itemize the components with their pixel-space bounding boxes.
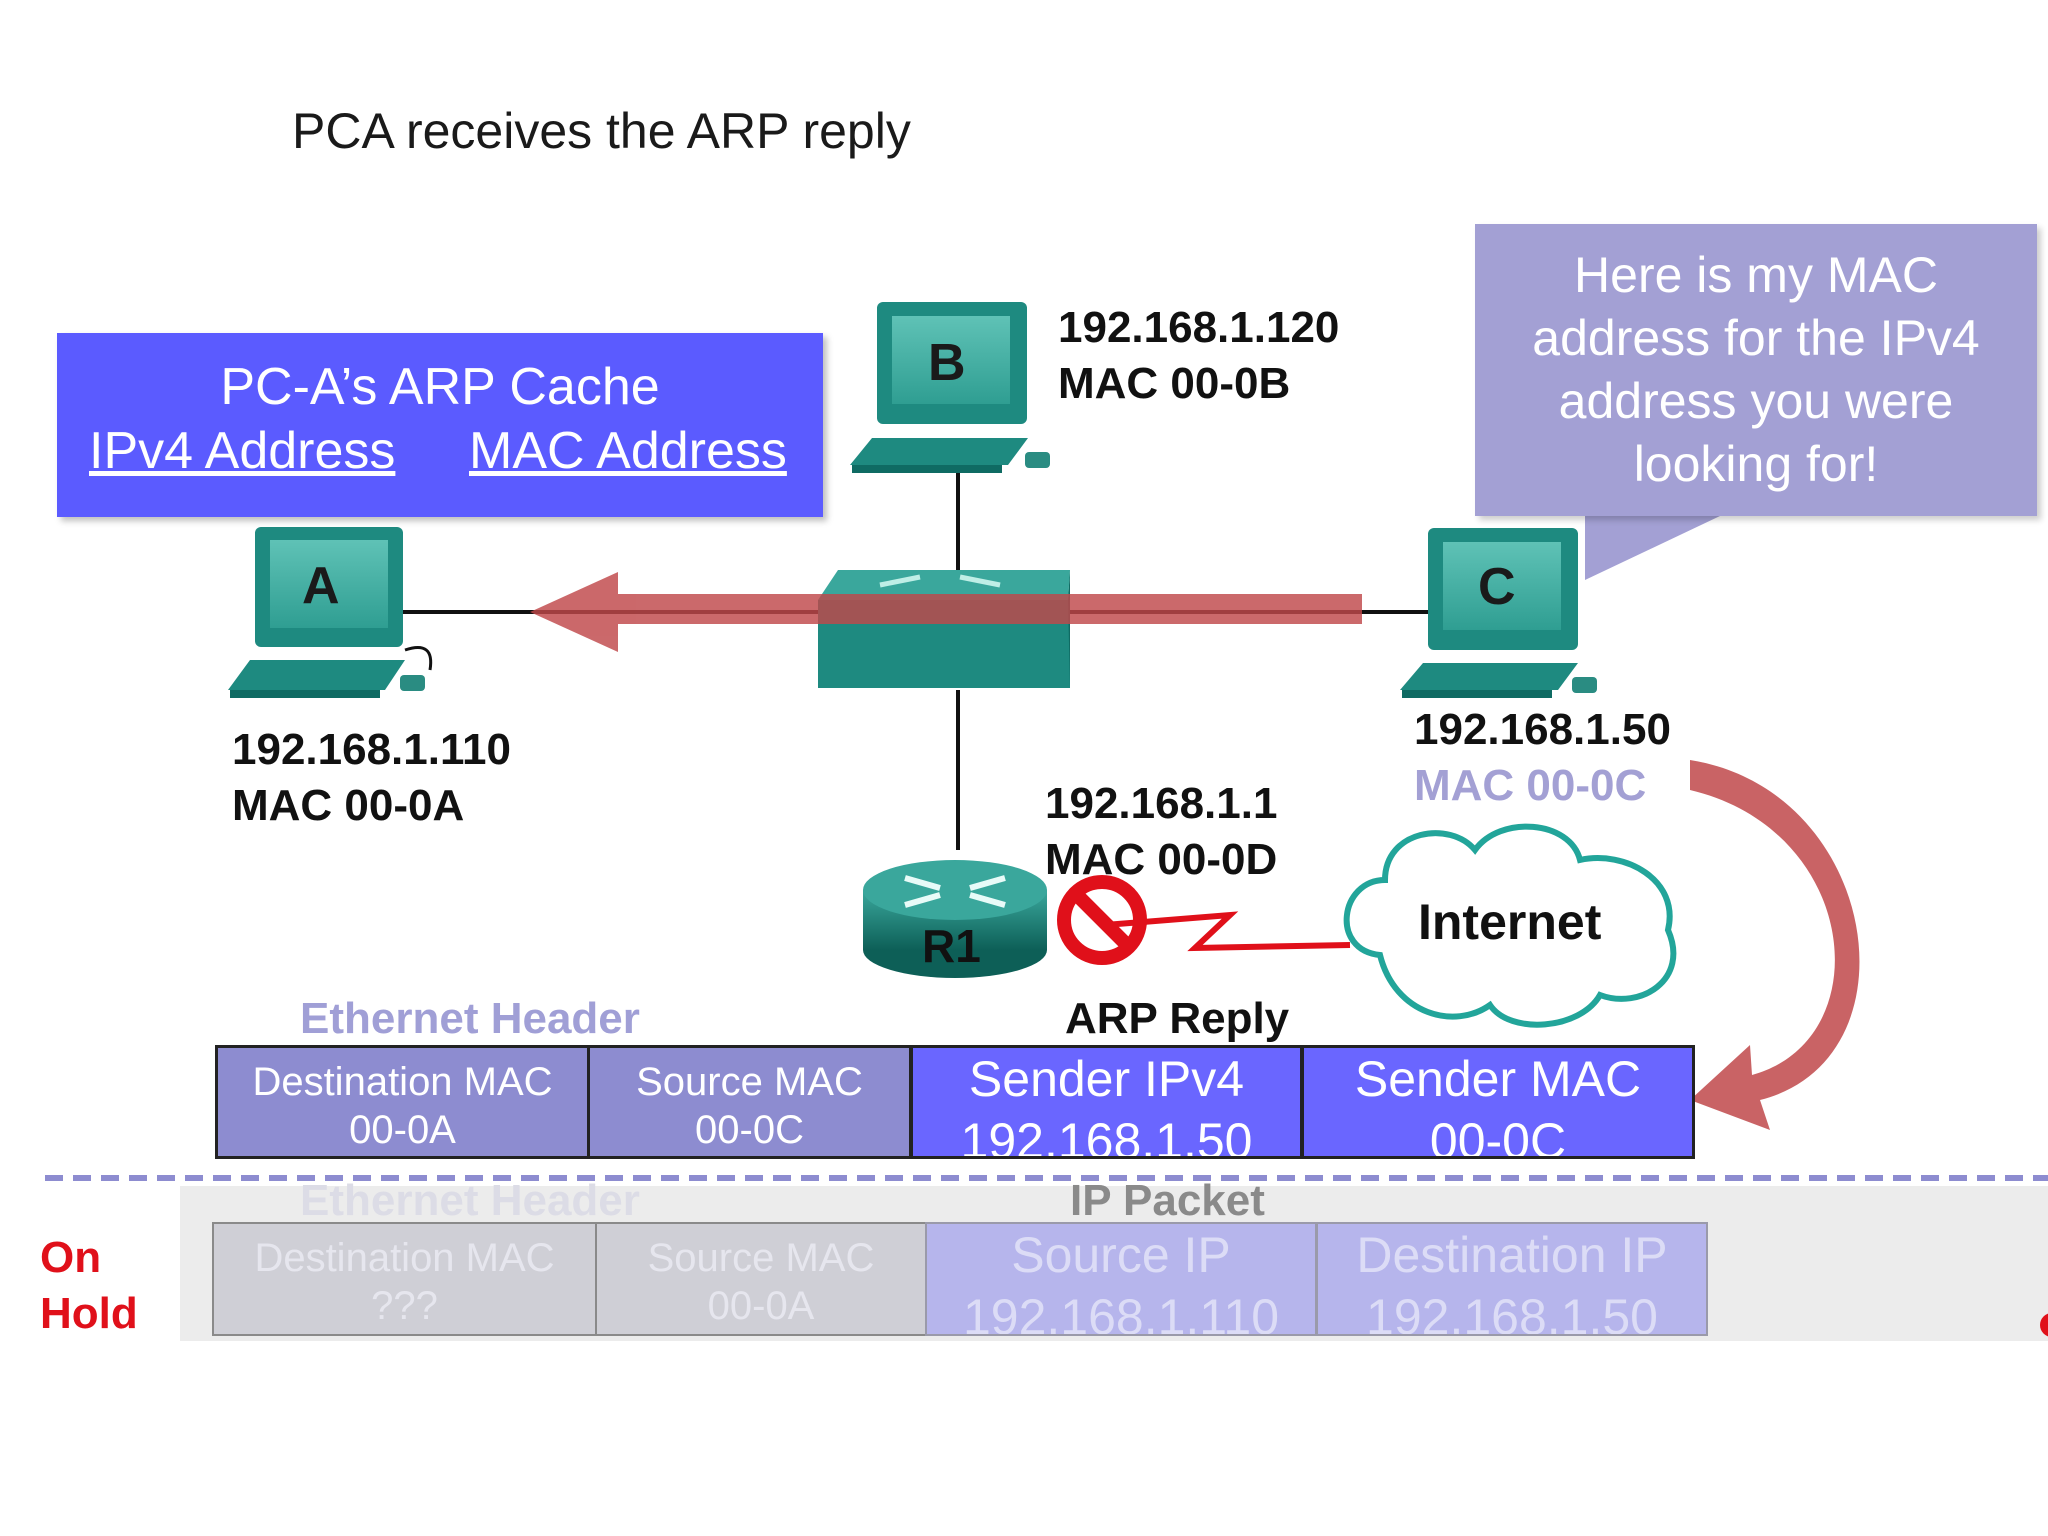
pc-b-letter: B	[928, 334, 966, 392]
hold-src-ip: Source IP 192.168.1.110	[925, 1222, 1317, 1336]
internet-cloud-icon	[1343, 823, 1677, 1028]
host-a-mac: MAC 00-0A	[232, 781, 465, 830]
hold-src-mac: Source MAC 00-0A	[595, 1222, 927, 1336]
hold-dest-mac-value: ???	[371, 1284, 438, 1328]
speech-pointer	[1585, 516, 1720, 580]
curved-arrow	[1690, 760, 1860, 1130]
hold-src-mac-label: Source MAC	[647, 1236, 875, 1280]
arp-cache-title: PC-A’s ARP Cache	[220, 358, 660, 416]
pc-a-icon	[228, 527, 433, 698]
frame-dest-mac-label: Destination MAC	[252, 1060, 553, 1104]
frame-dest-mac: Destination MAC 00-0A	[215, 1045, 590, 1159]
serial-link-blocked	[1104, 911, 1351, 952]
blocked-icon	[1057, 875, 1147, 965]
router-label: R1	[922, 920, 981, 972]
pc-a-letter: A	[302, 557, 340, 615]
frame-sender-ipv4-label: Sender IPv4	[968, 1051, 1245, 1107]
on-hold-line2: Hold	[40, 1289, 138, 1338]
pc-b-icon	[850, 302, 1050, 473]
host-c-mac: MAC 00-0C	[1414, 761, 1647, 810]
page-title: PCA receives the ARP reply	[292, 103, 911, 159]
arp-cache-col-ipv4: IPv4 Address	[89, 422, 396, 480]
hold-src-ip-label: Source IP	[1011, 1227, 1231, 1283]
frame-sender-mac-label: Sender MAC	[1354, 1051, 1642, 1107]
internet-label: Internet	[1418, 894, 1602, 950]
hold-dst-ip: Destination IP 192.168.1.50	[1316, 1222, 1708, 1336]
frame-sender-ipv4: Sender IPv4 192.168.1.50	[910, 1045, 1303, 1159]
pc-c-icon	[1400, 528, 1597, 698]
host-b-ip: 192.168.1.120	[1058, 303, 1340, 352]
hold-dst-ip-value: 192.168.1.50	[1366, 1289, 1658, 1336]
frame-src-mac-value: 00-0C	[695, 1108, 804, 1152]
hold-dest-mac-label: Destination MAC	[254, 1236, 555, 1280]
frame-sender-mac: Sender MAC 00-0C	[1301, 1045, 1695, 1159]
host-c-ip: 192.168.1.50	[1414, 705, 1671, 754]
speech-bubble: Here is my MAC address for the IPv4 addr…	[1475, 224, 2037, 516]
hold-src-ip-value: 192.168.1.110	[962, 1289, 1280, 1336]
hold-dest-mac: Destination MAC ???	[212, 1222, 597, 1336]
router-mac: MAC 00-0D	[1045, 835, 1278, 884]
on-hold-edge-mark	[2040, 1313, 2048, 1337]
hold-src-mac-value: 00-0A	[707, 1284, 815, 1328]
host-b-mac: MAC 00-0B	[1058, 359, 1291, 408]
router-ip: 192.168.1.1	[1045, 779, 1278, 828]
frame-sender-mac-value: 00-0C	[1429, 1113, 1567, 1159]
arp-cache-box: PC-A’s ARP Cache IPv4 Address MAC Addres…	[57, 333, 823, 517]
speech-text: Here is my MAC address for the IPv4 addr…	[1532, 247, 1980, 492]
arp-reply-label: ARP Reply	[1065, 994, 1290, 1043]
switch-icon	[818, 570, 1070, 688]
pc-c-letter: C	[1478, 558, 1516, 616]
host-a-ip: 192.168.1.110	[232, 725, 511, 774]
hold-eth-header-label: Ethernet Header	[300, 1176, 640, 1225]
eth-header-label: Ethernet Header	[300, 994, 640, 1043]
frame-src-mac: Source MAC 00-0C	[587, 1045, 912, 1159]
hold-dst-ip-label: Destination IP	[1356, 1227, 1668, 1283]
frame-dest-mac-value: 00-0A	[349, 1108, 456, 1152]
on-hold-line1: On	[40, 1233, 102, 1282]
frame-sender-ipv4-value: 192.168.1.50	[960, 1113, 1253, 1159]
on-hold-label: On Hold	[40, 1230, 138, 1342]
arp-cache-col-mac: MAC Address	[469, 422, 787, 480]
frame-src-mac-label: Source MAC	[636, 1060, 863, 1104]
arp-reply-arrow	[530, 572, 1362, 652]
router-icon	[863, 860, 1047, 978]
hold-ip-packet-label: IP Packet	[1070, 1176, 1265, 1225]
